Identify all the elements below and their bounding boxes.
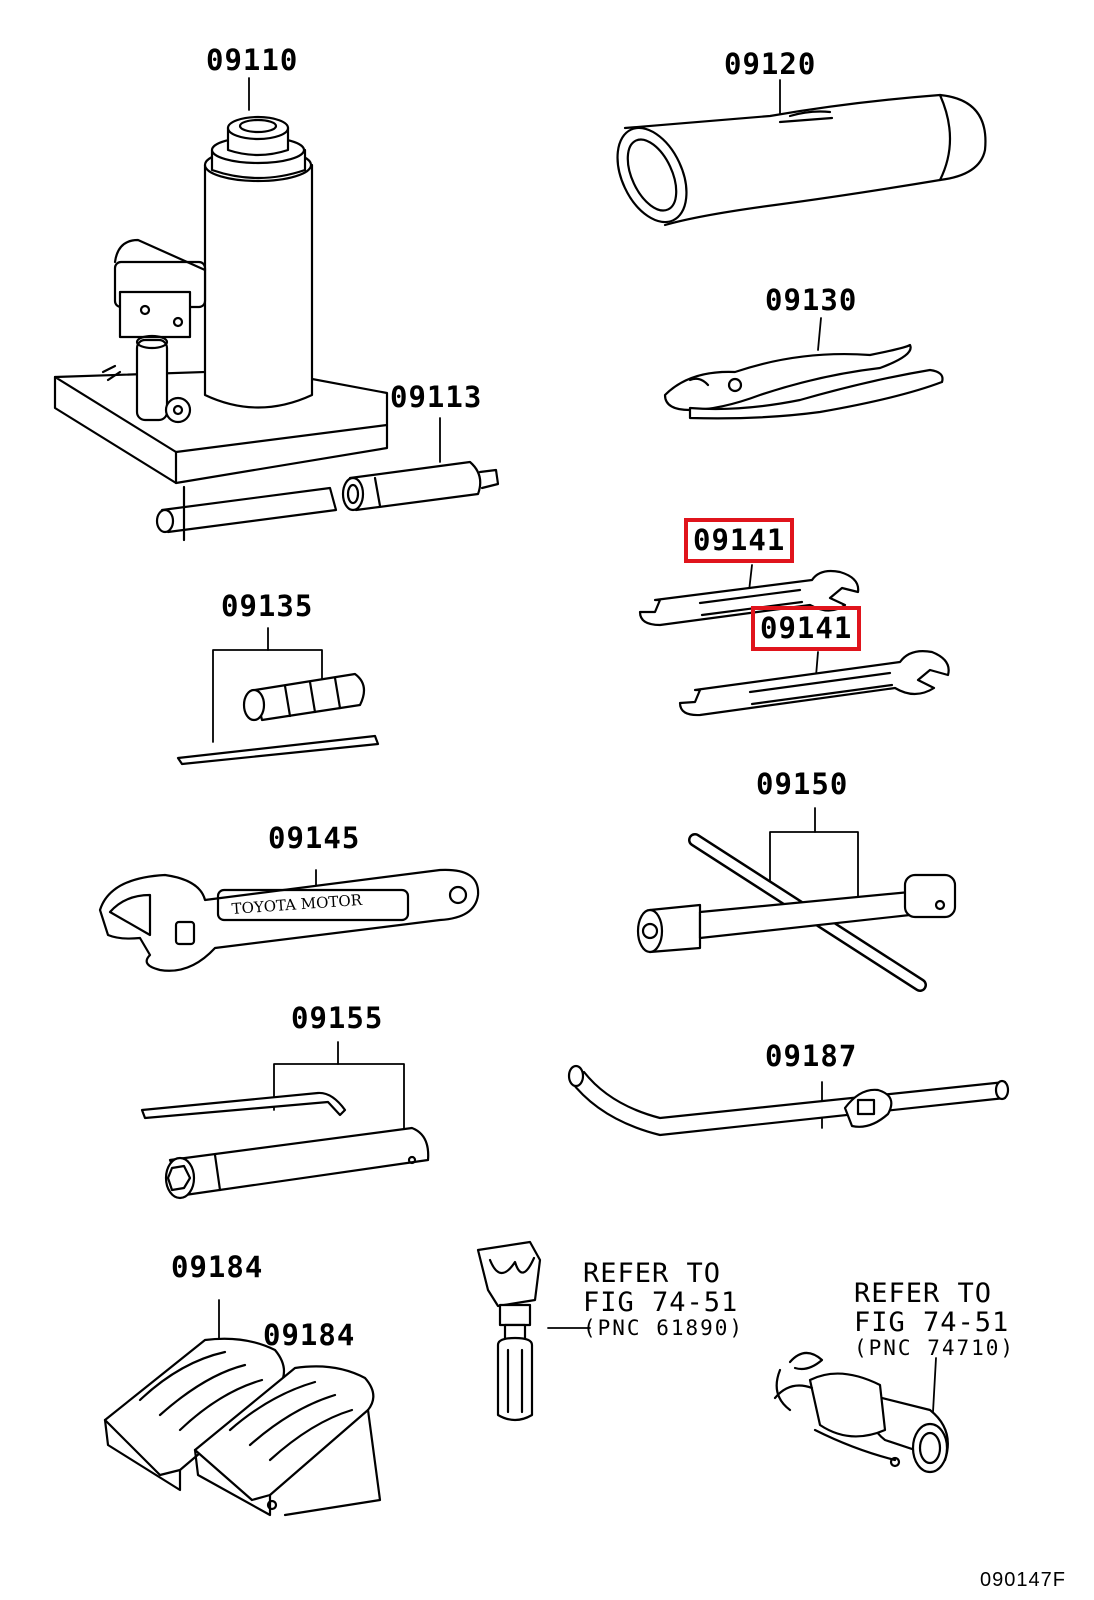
pliers-drawing bbox=[663, 343, 944, 420]
part-label-09187: 09187 bbox=[765, 1039, 858, 1073]
reference-note-74710: REFER TO FIG 74-51 (PNC 74710) bbox=[854, 1278, 1016, 1361]
wheel-chocks-drawing bbox=[103, 1337, 382, 1517]
part-label-09135: 09135 bbox=[221, 589, 314, 623]
extension-bar-drawing bbox=[567, 1064, 1010, 1137]
part-label-09110: 09110 bbox=[206, 43, 299, 77]
reference-line: FIG 74-51 bbox=[854, 1306, 1010, 1338]
adjustable-wrench-drawing: TOYOTA MOTOR bbox=[98, 868, 480, 972]
screwdriver-drawing bbox=[176, 672, 380, 766]
jack-handle-drawing bbox=[155, 460, 500, 542]
reference-pnc: (PNC 61890) bbox=[583, 1316, 745, 1341]
lug-wrench-drawing bbox=[636, 833, 957, 992]
reference-note-61890: REFER TO FIG 74-51 (PNC 61890) bbox=[583, 1258, 745, 1341]
tool-bag-drawing bbox=[616, 93, 987, 227]
part-label-09184: 09184 bbox=[263, 1318, 356, 1352]
leader-lines bbox=[212, 77, 937, 1431]
part-label-09141-highlighted: 09141 bbox=[751, 606, 862, 651]
part-label-09155: 09155 bbox=[291, 1001, 384, 1035]
reference-pnc: (PNC 74710) bbox=[854, 1336, 1016, 1361]
bottle-jack-drawing bbox=[53, 115, 389, 485]
reference-line: REFER TO bbox=[854, 1278, 993, 1309]
hex-key-socket-drawing bbox=[140, 1091, 430, 1200]
reference-line: REFER TO bbox=[583, 1258, 722, 1289]
part-label-09113: 09113 bbox=[390, 380, 483, 414]
wrench-lower-drawing bbox=[678, 650, 950, 717]
part-label-09141-highlighted: 09141 bbox=[684, 518, 795, 563]
air-pump-drawing bbox=[773, 1351, 949, 1474]
part-label-09150: 09150 bbox=[756, 767, 849, 801]
part-label-09130: 09130 bbox=[765, 283, 858, 317]
part-label-09120: 09120 bbox=[724, 47, 817, 81]
part-label-09145: 09145 bbox=[268, 821, 361, 855]
part-label-09184: 09184 bbox=[171, 1250, 264, 1284]
figure-id: 090147F bbox=[980, 1569, 1066, 1591]
valve-tool-drawing bbox=[476, 1240, 542, 1422]
reference-line: FIG 74-51 bbox=[583, 1286, 739, 1318]
